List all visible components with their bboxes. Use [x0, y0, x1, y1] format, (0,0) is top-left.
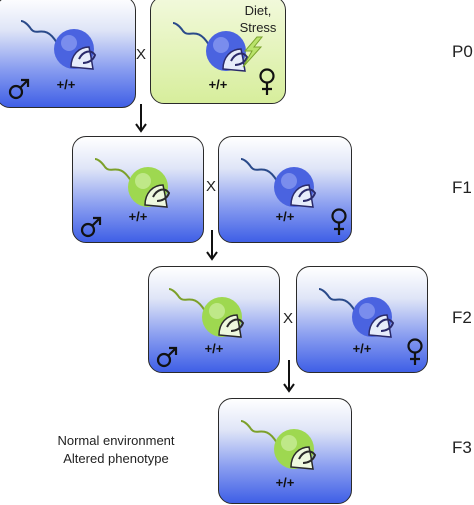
down-arrow: [206, 230, 218, 261]
male-symbol-icon: [8, 78, 30, 100]
mouse-icon: [172, 22, 249, 72]
female-symbol-icon: [407, 338, 423, 365]
male-symbol-icon: [156, 346, 178, 368]
p0-female-box: +/+: [150, 0, 286, 104]
cross-symbol: X: [136, 46, 147, 63]
genotype-label: +/+: [208, 77, 228, 92]
f3-note: Normal environment Altered phenotype: [57, 433, 175, 466]
genotype-label: +/+: [128, 209, 148, 224]
mouse-icon: [20, 20, 97, 70]
genotype-label: +/+: [275, 209, 295, 224]
mouse-icon: [94, 158, 171, 208]
female-symbol-icon: [259, 68, 275, 95]
generation-label-f2: F2: [452, 308, 472, 327]
p0-male-box: +/+: [0, 0, 136, 108]
genotype-label: +/+: [56, 77, 76, 92]
mouse-icon: [318, 288, 395, 338]
f3-offspring-box: +/+: [218, 398, 352, 504]
cross-symbol: X: [206, 178, 217, 195]
genotype-label: +/+: [352, 341, 372, 356]
lightning-icon: [242, 36, 264, 68]
mouse-icon: [240, 158, 317, 208]
mouse-icon: [168, 288, 245, 338]
genotype-label: +/+: [275, 475, 295, 490]
generation-label-f3: F3: [452, 438, 472, 457]
f2-male-box: +/+: [148, 266, 280, 373]
f2-female-box: +/+: [296, 266, 428, 373]
down-arrow: [283, 360, 295, 393]
male-symbol-icon: [80, 216, 102, 238]
genotype-label: +/+: [204, 341, 224, 356]
generation-label-f1: F1: [452, 178, 472, 197]
trigger-label: Diet, Stress: [239, 3, 277, 35]
f1-male-box: +/+: [72, 136, 204, 243]
generation-label-p0: P0: [452, 42, 473, 61]
mouse-icon: [240, 420, 317, 470]
cross-symbol: X: [283, 310, 294, 327]
down-arrow: [135, 104, 147, 133]
f1-female-box: +/+: [218, 136, 352, 243]
female-symbol-icon: [331, 208, 347, 235]
